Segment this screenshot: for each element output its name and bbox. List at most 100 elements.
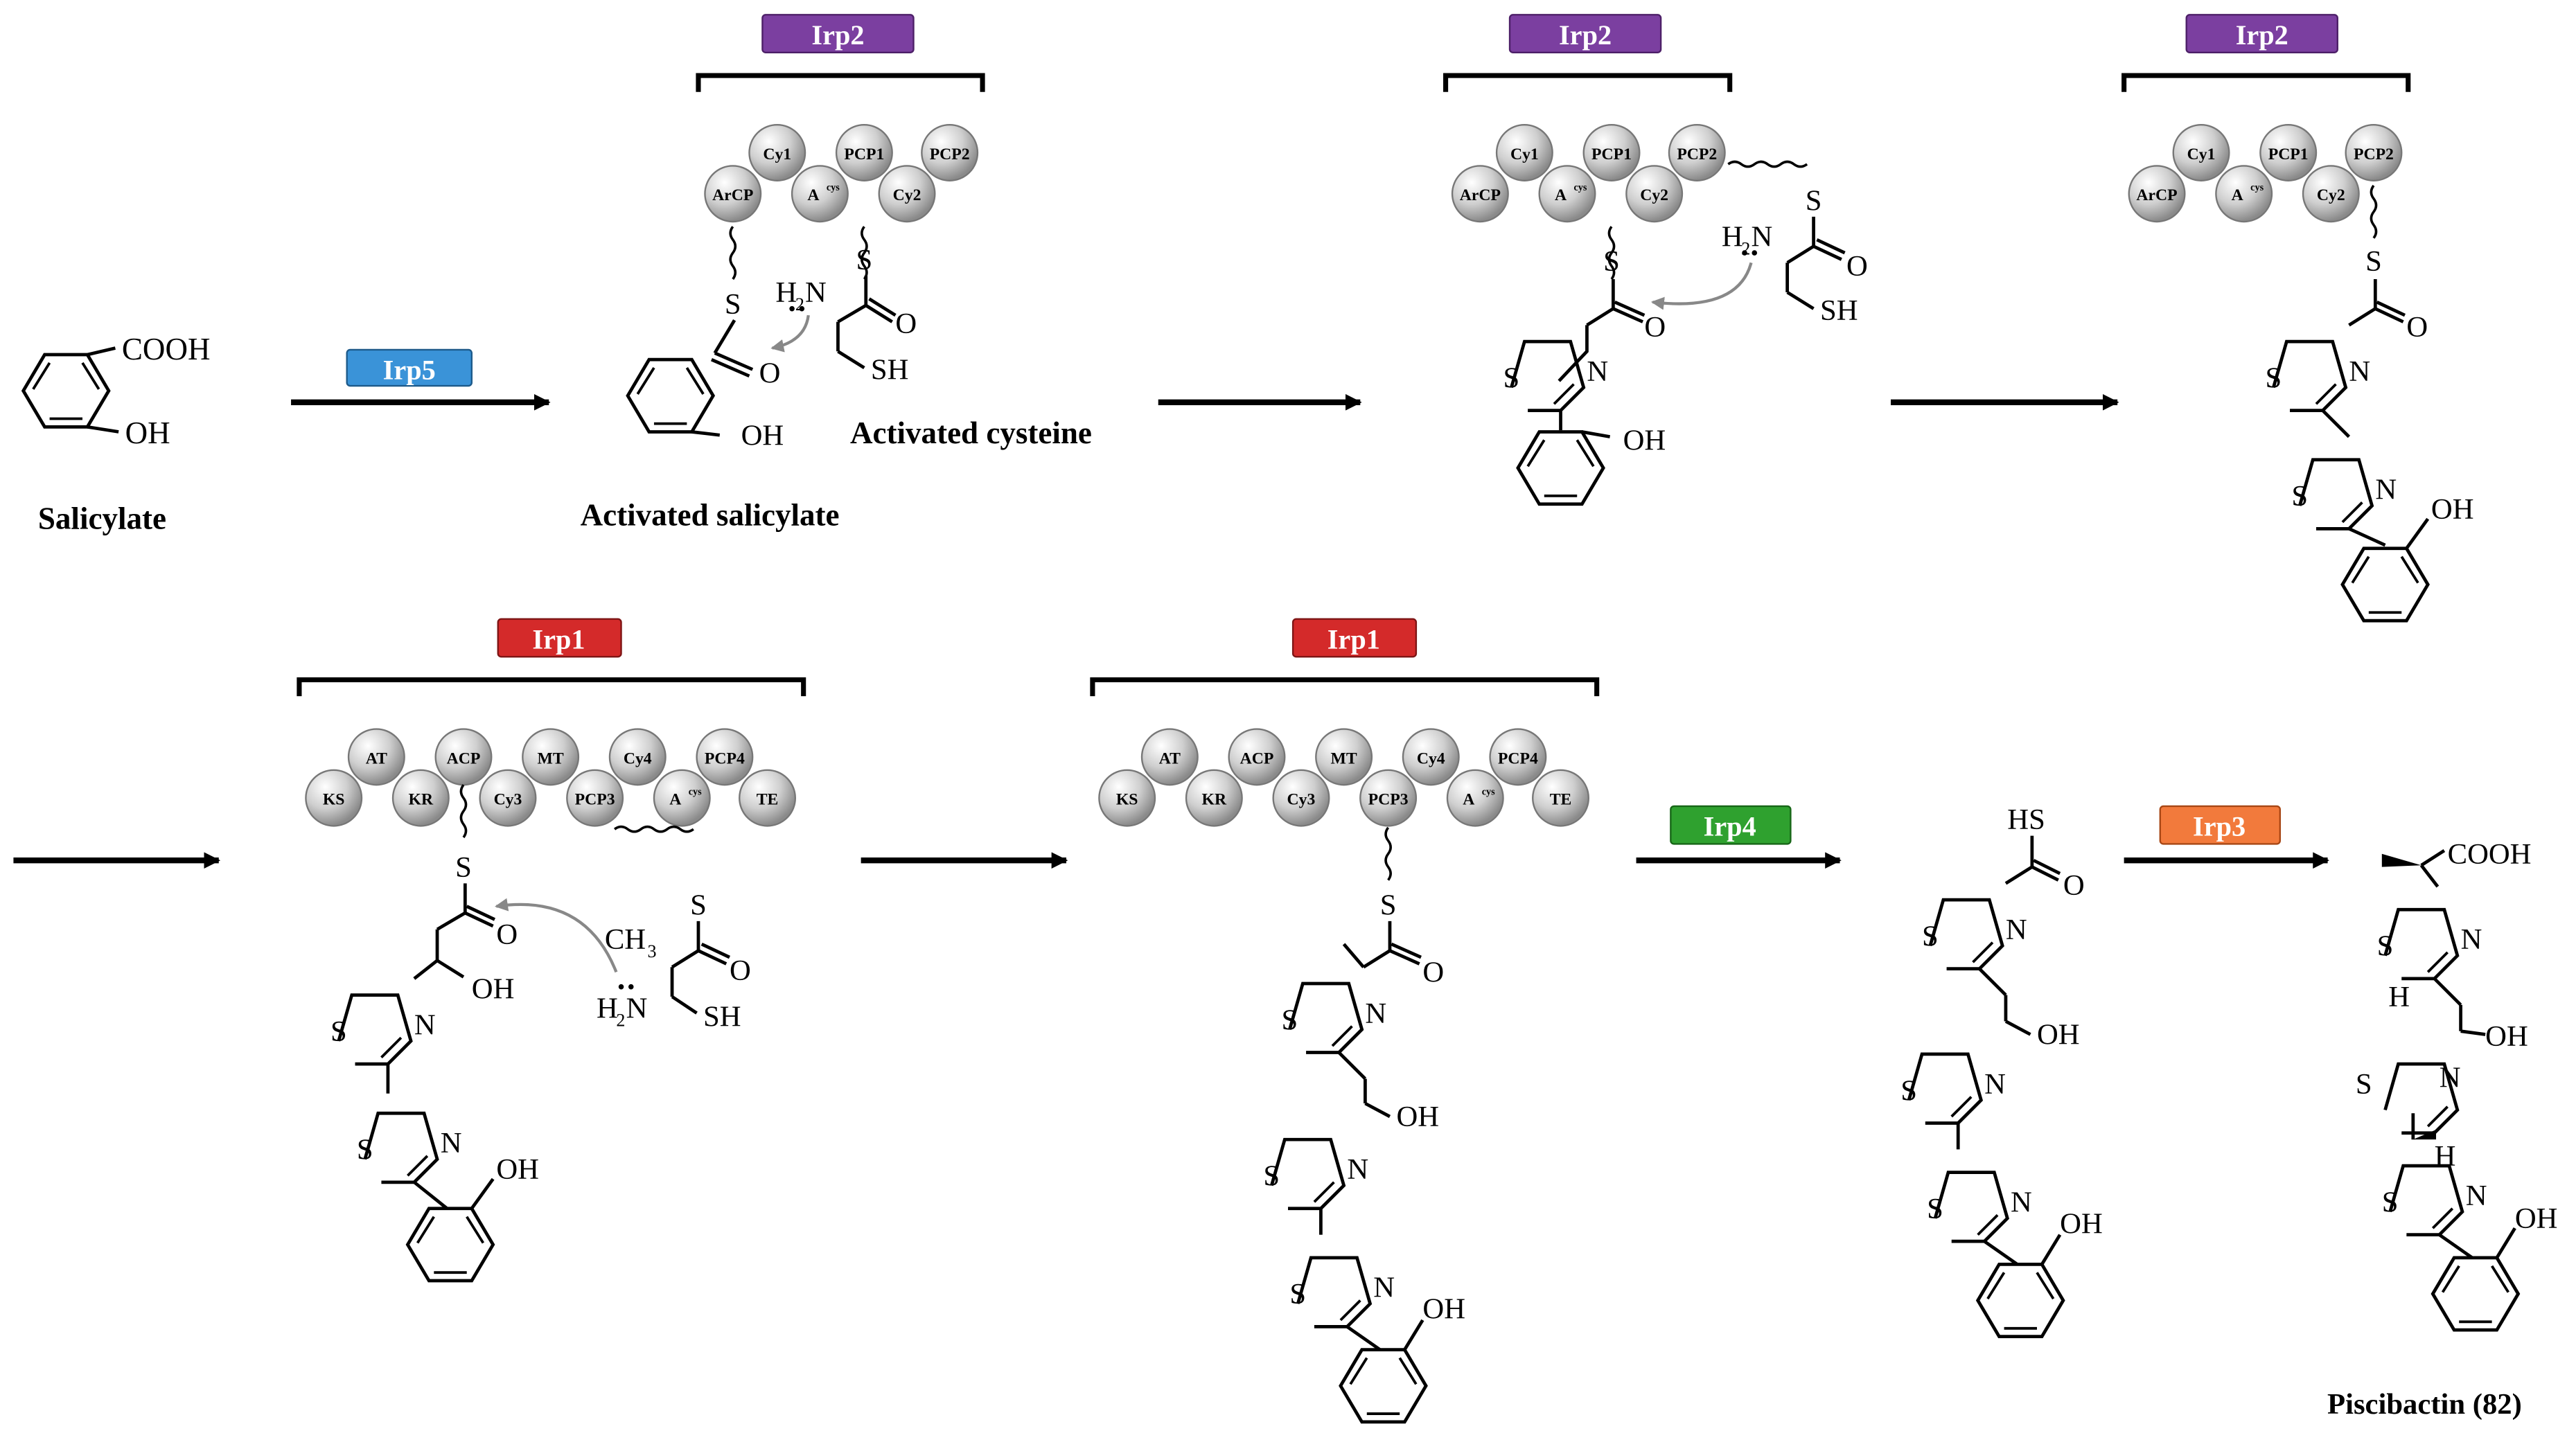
irp2-module-3: Cy1 PCP1 PCP2 ArCP A cys Cy2 (2128, 123, 2403, 223)
svg-text:S: S (330, 1015, 347, 1048)
piscibactin-label: Piscibactin (82) (2327, 1388, 2522, 1421)
svg-text:S: S (1603, 245, 1620, 278)
svg-text:Cy1: Cy1 (1510, 145, 1539, 163)
irp2-module-2: Cy1 PCP1 PCP2 ArCP A cys Cy2 (1451, 123, 1726, 223)
svg-text:S: S (2365, 245, 2382, 278)
activated-cysteine-structure: S O SH H 2 N (770, 226, 917, 386)
svg-text:S: S (357, 1134, 373, 1166)
svg-text:S: S (1922, 920, 1939, 952)
svg-text:cys: cys (1482, 786, 1495, 797)
svg-text:S: S (2377, 930, 2394, 963)
svg-text:S: S (1380, 889, 1397, 921)
svg-text:OH: OH (1623, 425, 1666, 457)
svg-text:SH: SH (1820, 294, 1858, 327)
svg-text:N: N (2440, 1061, 2461, 1094)
brackets (297, 73, 2411, 697)
activated-salicylate-label: Activated salicylate (581, 498, 840, 533)
svg-text:ACP: ACP (447, 749, 481, 767)
svg-text:PCP1: PCP1 (1591, 145, 1632, 163)
svg-text:PCP3: PCP3 (1368, 791, 1409, 809)
irp2-module-1: Cy1 PCP1 PCP2 ArCP A cys Cy2 (704, 123, 979, 223)
svg-text:OH: OH (1422, 1293, 1465, 1326)
svg-text:TE: TE (1550, 791, 1572, 809)
svg-text:cys: cys (2250, 182, 2264, 193)
svg-text:Irp2: Irp2 (2236, 19, 2288, 51)
irp1-tag-2: Irp1 (1291, 618, 1418, 658)
svg-text:S: S (1282, 1004, 1298, 1036)
svg-text:MT: MT (1331, 749, 1357, 767)
svg-text:H: H (1722, 221, 1743, 254)
svg-text:Cy2: Cy2 (2317, 186, 2345, 204)
svg-text:AT: AT (366, 749, 387, 767)
svg-text:OH: OH (2515, 1202, 2558, 1235)
svg-text:KS: KS (1116, 791, 1138, 809)
svg-text:N: N (1587, 355, 1608, 388)
svg-text:S: S (1927, 1193, 1943, 1225)
svg-text:Cy3: Cy3 (1287, 791, 1316, 809)
irp2-tag-2: Irp2 (1508, 14, 1662, 54)
svg-text:N: N (2466, 1180, 2487, 1212)
svg-text:O: O (2063, 869, 2085, 902)
svg-text:S: S (2356, 1068, 2372, 1101)
svg-text:N: N (805, 276, 827, 309)
svg-text:Cy4: Cy4 (624, 749, 652, 767)
svg-text:KS: KS (323, 791, 345, 809)
irp2-tag-1: Irp2 (761, 14, 915, 54)
svg-text:Irp5: Irp5 (383, 355, 436, 386)
svg-text:Cy2: Cy2 (1640, 186, 1668, 204)
svg-text:A: A (669, 791, 681, 809)
svg-text:S: S (455, 851, 472, 884)
svg-text:OH: OH (496, 1153, 539, 1186)
svg-text:A: A (1555, 186, 1567, 204)
svg-text:PCP2: PCP2 (930, 145, 970, 163)
svg-text:OH: OH (2060, 1207, 2103, 1240)
svg-text:cys: cys (689, 786, 702, 797)
svg-text:H: H (2388, 981, 2410, 1013)
svg-text:A: A (2232, 186, 2243, 204)
svg-text:ArCP: ArCP (712, 186, 753, 204)
svg-text:O: O (496, 918, 518, 951)
svg-text:2: 2 (795, 294, 804, 314)
svg-text:N: N (1373, 1272, 1395, 1304)
svg-text:OH: OH (2485, 1020, 2528, 1053)
svg-text:Cy3: Cy3 (494, 791, 522, 809)
svg-text:O: O (759, 357, 781, 389)
svg-text:S: S (690, 889, 707, 921)
svg-text:S: S (2265, 362, 2282, 394)
svg-text:S: S (1503, 362, 1520, 394)
svg-text:PCP4: PCP4 (1498, 749, 1538, 767)
svg-text:MT: MT (538, 749, 564, 767)
svg-text:S: S (1900, 1074, 1917, 1107)
svg-text:Cy1: Cy1 (2187, 145, 2216, 163)
svg-text:O: O (895, 308, 917, 340)
piscibactin-structure: COOH S N H OH S N H S N OH (2356, 838, 2558, 1330)
svg-text:Cy2: Cy2 (893, 186, 921, 204)
svg-text:ArCP: ArCP (2136, 186, 2177, 204)
svg-text:N: N (1984, 1068, 2006, 1101)
svg-text:SH: SH (871, 354, 909, 386)
svg-text:Irp1: Irp1 (532, 623, 585, 655)
svg-text:S: S (856, 244, 873, 276)
svg-text:PCP2: PCP2 (1677, 145, 1717, 163)
svg-text:cys: cys (827, 182, 840, 193)
svg-text:H: H (775, 276, 797, 309)
svg-text:N: N (414, 1008, 436, 1041)
svg-text:PCP3: PCP3 (575, 791, 615, 809)
svg-text:HS: HS (2007, 803, 2045, 836)
svg-text:OH: OH (472, 972, 515, 1005)
svg-text:N: N (441, 1127, 462, 1159)
svg-text:N: N (2349, 355, 2370, 388)
svg-text:Irp3: Irp3 (2193, 811, 2246, 842)
svg-text:A: A (807, 186, 819, 204)
reaction-arrows (13, 393, 2329, 869)
stage4-structure: S O OH S N S N OH S O SH CH 3 H 2 N (330, 784, 751, 1281)
svg-text:OH: OH (1396, 1101, 1439, 1133)
svg-text:PCP4: PCP4 (705, 749, 745, 767)
activated-salicylate-structure: S O OH (628, 226, 784, 452)
svg-text:N: N (626, 993, 648, 1025)
svg-text:O: O (730, 954, 751, 987)
svg-text:OH: OH (741, 419, 784, 452)
svg-text:N: N (1365, 997, 1386, 1030)
irp3-tag: Irp3 (2159, 805, 2282, 845)
salicylate-label: Salicylate (38, 501, 166, 535)
